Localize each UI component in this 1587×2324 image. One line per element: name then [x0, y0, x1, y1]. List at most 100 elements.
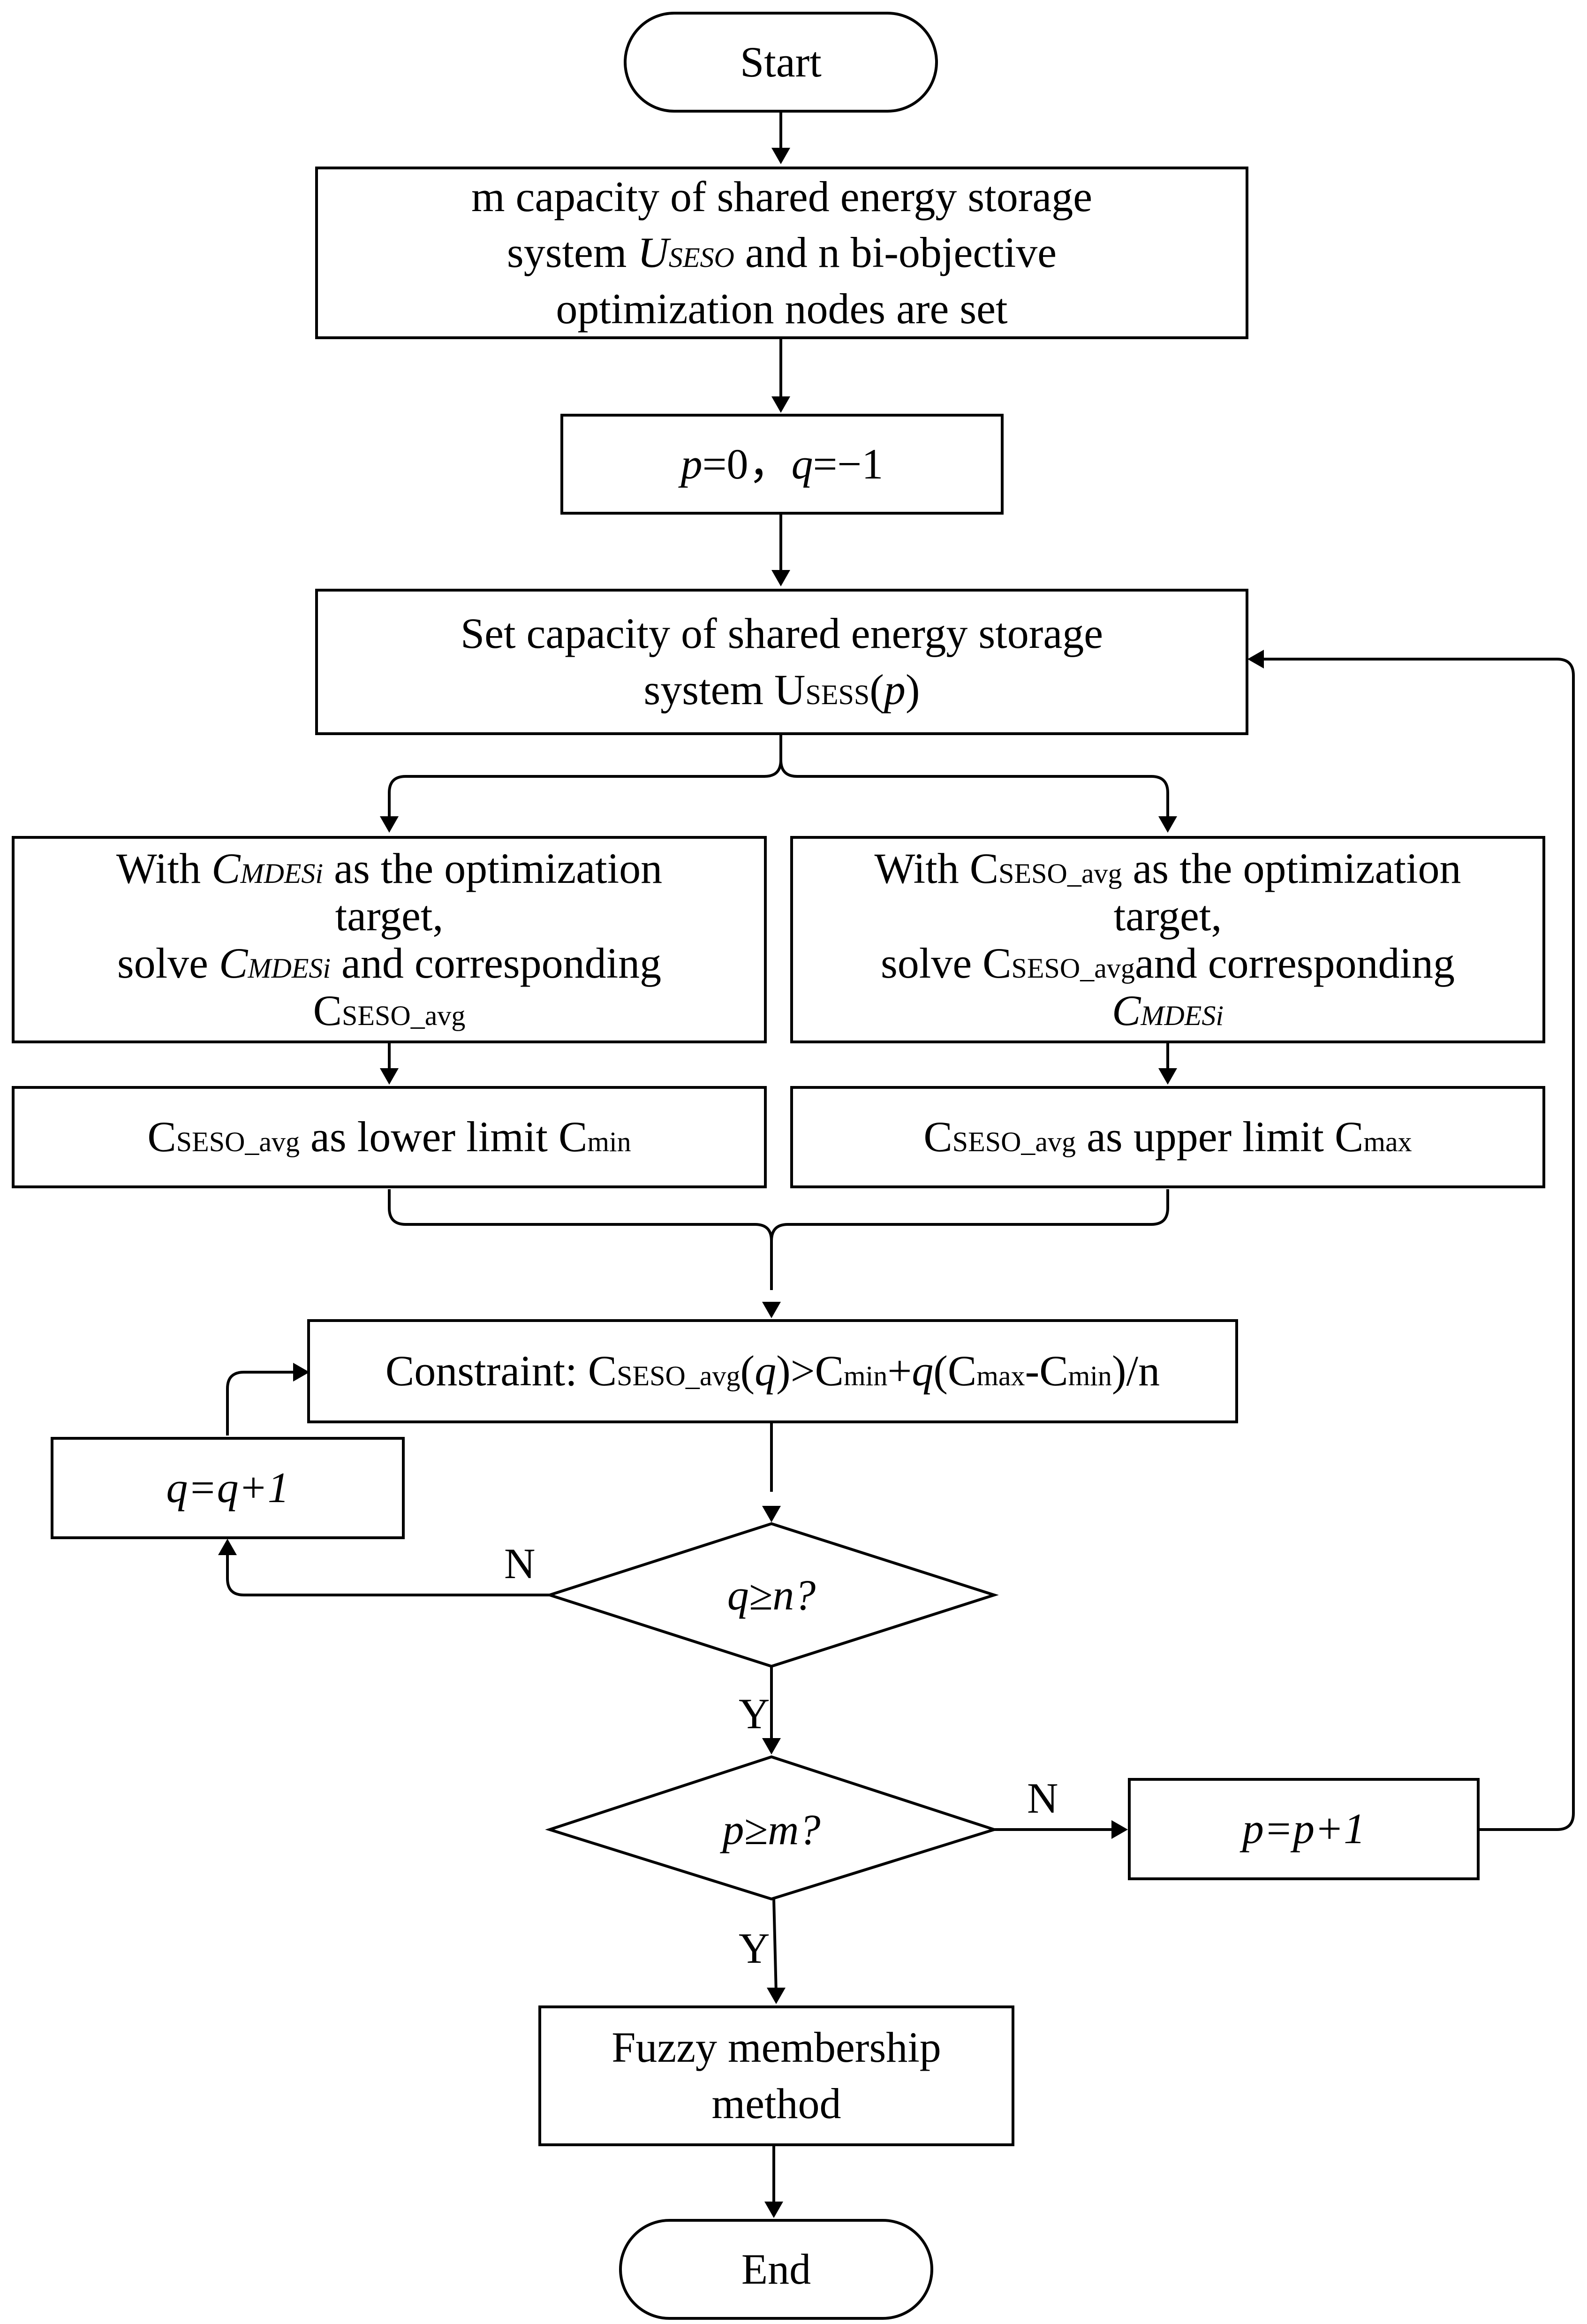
pq-init-step: p=0，q=−1 [560, 414, 1004, 515]
set-capacity-line1: Set capacity of shared energy storage [460, 609, 1103, 658]
right-opt-l3b: and corresponding [1134, 939, 1455, 987]
constraint-sub4: min [1068, 1360, 1112, 1392]
decision-q-label: q≥n? [727, 1571, 816, 1619]
arrowhead [380, 1068, 399, 1085]
arrow-set-right [779, 759, 1169, 816]
constraint-d: + [887, 1347, 912, 1395]
left-opt-l1a: With [116, 844, 212, 892]
upper-limit-step: CSESO_avg as upper limit Cmax [790, 1086, 1545, 1188]
decision-q-shape [545, 1522, 999, 1668]
init-line3: optimization nodes are set [556, 284, 1008, 333]
arrow-upper-merge [770, 1189, 1169, 1241]
arrowhead [1111, 1820, 1128, 1839]
p-increment-step: p=p+1 [1128, 1778, 1480, 1880]
arrowhead [380, 816, 399, 833]
right-opt-l4-sub: MDESi [1141, 1000, 1224, 1032]
right-opt-c-sub: SESO_avg [998, 858, 1122, 889]
arrow-set-left [388, 734, 782, 816]
arrowhead [293, 1363, 310, 1382]
left-opt-c-sub: MDESi [240, 858, 324, 889]
pq-q: q [791, 440, 813, 488]
upper-c: C [923, 1113, 952, 1161]
decision-p-label: p≥m? [722, 1806, 821, 1853]
arrow-decp-fuzzy [772, 1899, 778, 1994]
arrow-qinc-constraint [226, 1371, 295, 1435]
set-capacity-line2a: system U [643, 666, 806, 714]
label-n-p: N [1027, 1774, 1058, 1822]
left-opt-l4-sub: SESO_avg [342, 1000, 466, 1032]
constraint-a: Constraint: C [385, 1347, 617, 1395]
lower-text: as lower limit C [300, 1113, 588, 1161]
pq-q-val: =−1 [813, 440, 884, 488]
constraint-f: -C [1025, 1347, 1068, 1395]
init-step: m capacity of shared energy storage syst… [315, 167, 1248, 339]
arrowhead [762, 1506, 781, 1522]
q-increment-step: q=q+1 [51, 1437, 405, 1539]
left-opt-c: C [212, 844, 241, 892]
arrowhead [1247, 650, 1264, 668]
right-opt-l4: C [1111, 987, 1141, 1035]
constraint-sub1: SESO_avg [617, 1360, 741, 1392]
pq-p: p [680, 440, 703, 488]
constraint-step: Constraint: CSESO_avg(q)>Cmin+q(Cmax-Cmi… [307, 1319, 1238, 1423]
set-capacity-step: Set capacity of shared energy storage sy… [315, 589, 1248, 735]
constraint-c: )>C [776, 1347, 844, 1395]
constraint-b: ( [740, 1347, 755, 1395]
arrow-decq-qinc [226, 1548, 550, 1596]
end-terminal: End [619, 2219, 933, 2320]
label-y-p: Y [739, 1924, 770, 1972]
start-label: Start [740, 38, 822, 86]
fuzzy-line2: method [711, 2080, 841, 2127]
q-increment-label: q=q+1 [166, 1464, 289, 1512]
lower-limit-step: CSESO_avg as lower limit Cmin [12, 1086, 767, 1188]
left-opt-l3b: and corresponding [331, 939, 662, 987]
pq-p-val: =0， [702, 440, 792, 488]
p-increment-label: p=p+1 [1242, 1805, 1366, 1853]
upper-c-sub: SESO_avg [952, 1126, 1076, 1158]
decision-p-shape [545, 1755, 999, 1901]
fuzzy-line1: Fuzzy membership [612, 2023, 941, 2072]
end-label: End [741, 2245, 811, 2293]
arrowhead [764, 2202, 783, 2218]
left-opt-c2: C [219, 939, 248, 987]
arrowhead [1158, 1068, 1177, 1085]
constraint-sub2: min [844, 1360, 888, 1392]
left-opt-l2: target, [335, 891, 444, 940]
arrowhead [218, 1539, 237, 1555]
right-opt-l1b: as the optimization [1122, 844, 1461, 892]
set-capacity-paren-close: ) [905, 666, 920, 714]
label-y-q: Y [739, 1690, 770, 1738]
constraint-e: (C [933, 1347, 977, 1395]
set-capacity-paren-open: ( [869, 666, 884, 714]
arrowhead [767, 1988, 786, 2004]
right-opt-c2-sub: SESO_avg [1011, 953, 1135, 984]
constraint-sub3: max [976, 1360, 1025, 1392]
label-n-q: N [504, 1540, 536, 1587]
init-line1: m capacity of shared energy storage [471, 172, 1093, 220]
lower-c-sub: SESO_avg [176, 1126, 300, 1158]
arrowhead [762, 1738, 781, 1754]
arrowhead [771, 570, 790, 586]
lower-lim-sub: min [587, 1126, 631, 1158]
set-capacity-p: p [884, 666, 906, 714]
right-opt-l1a: With C [874, 844, 999, 892]
right-opt-l2: target, [1113, 891, 1222, 940]
left-opt-l1b: as the optimization [323, 844, 663, 892]
arrow-lower-merge [388, 1189, 773, 1290]
set-capacity-sub: SESS [805, 679, 870, 710]
left-opt-c2-sub: MDESi [248, 953, 331, 984]
init-line2b: and n bi-objective [734, 228, 1057, 277]
init-symbol: U [637, 228, 669, 277]
constraint-g: )/n [1111, 1347, 1160, 1395]
left-opt-l3a: solve [117, 939, 219, 987]
right-optimization-step: With CSESO_avg as the optimization targe… [790, 836, 1545, 1043]
init-symbol-sub: SESO [668, 242, 734, 273]
left-optimization-step: With CMDESi as the optimization target, … [12, 836, 767, 1043]
start-terminal: Start [624, 12, 938, 113]
lower-c: C [147, 1113, 176, 1161]
arrow-pinc-set [1262, 658, 1575, 1831]
init-line2a: system [506, 228, 638, 277]
upper-lim-sub: max [1363, 1126, 1412, 1158]
arrowhead [762, 1302, 781, 1318]
